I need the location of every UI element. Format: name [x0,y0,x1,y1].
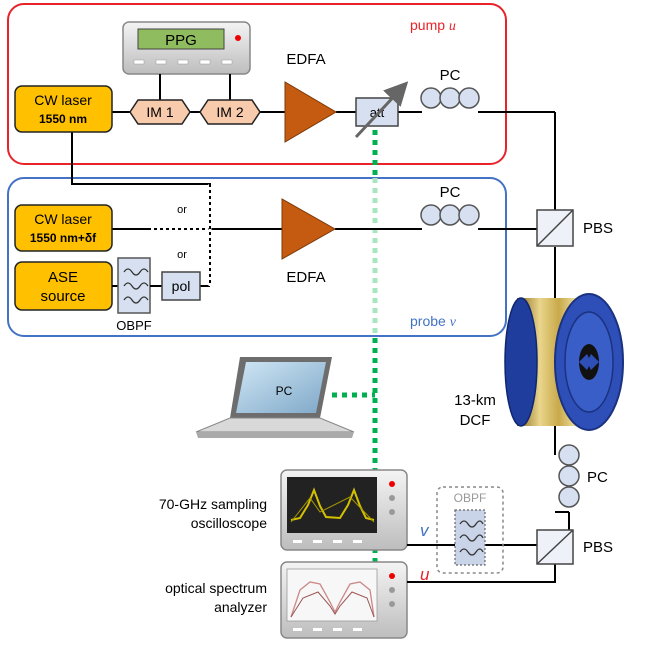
sampling-oscilloscope [280,469,408,551]
pbs-top-cube [536,209,574,247]
polarizer-label: pol [172,278,191,294]
fiber-polarization-controller [558,444,580,508]
fiber-spool-label-line1: 13-km [454,392,496,409]
pbs-bottom-cube [536,529,574,565]
probe-group-box [7,177,507,337]
output-v-symbol: v [420,521,430,540]
pump-group-label: pump u [410,17,456,34]
pbs-bottom-label: PBS [583,539,613,556]
laptop-label: PC [276,384,293,398]
pump-cw-laser-line1: CW laser [34,92,92,108]
polarizer [161,271,201,301]
probe-edfa-amplifier [281,198,337,260]
laptop-computer [195,357,355,438]
probe-obpf-label: OBPF [116,318,151,333]
output-obpf-dotted-box [436,486,504,574]
attenuator-arrow [354,81,409,139]
pump-group-box [7,3,507,165]
ppg-instrument: PPG [122,21,251,75]
pump-edfa-amplifier [284,81,337,143]
or-label-bottom: or [177,249,187,261]
im2-label: IM 2 [216,104,243,120]
ppg-label: PPG [165,32,197,49]
optical-spectrum-analyzer [280,561,408,639]
pump-cw-laser-line2: 1550 nm [39,112,87,126]
osa-label-line2: analyzer [214,599,267,615]
probe-group-label: probe v [410,313,457,330]
im2-modulator [199,99,261,125]
probe-pc-label: PC [440,184,461,201]
output-u-symbol: u [420,565,430,584]
probe-obpf-filter [117,257,151,314]
fiber-spool-label-line2: DCF [460,412,491,429]
pump-polarization-controller [420,87,480,109]
im1-modulator [129,99,191,125]
pbs-top-label: PBS [583,220,613,237]
output-obpf-label: OBPF [454,491,487,505]
pump-edfa-label: EDFA [286,51,325,68]
oscilloscope-label-line1: 70-GHz sampling [159,496,267,512]
probe-polarization-controller [420,204,480,226]
output-obpf-filter [454,509,486,566]
pump-cw-laser [14,85,113,133]
osa-label-line1: optical spectrum [165,580,267,596]
ase-source-line2: source [40,288,85,305]
fiber-spool-dcf [504,293,624,431]
probe-cw-laser [14,204,113,252]
fiber-pc-label: PC [587,469,608,486]
im1-label: IM 1 [146,104,173,120]
probe-cw-laser-line2: 1550 nm+δf [30,231,97,245]
ase-source-line1: ASE [48,269,78,286]
oscilloscope-label-line2: oscilloscope [191,515,267,531]
probe-edfa-label: EDFA [286,269,325,286]
or-label-top: or [177,204,187,216]
probe-cw-laser-line1: CW laser [34,211,92,227]
pump-pc-label: PC [440,67,461,84]
